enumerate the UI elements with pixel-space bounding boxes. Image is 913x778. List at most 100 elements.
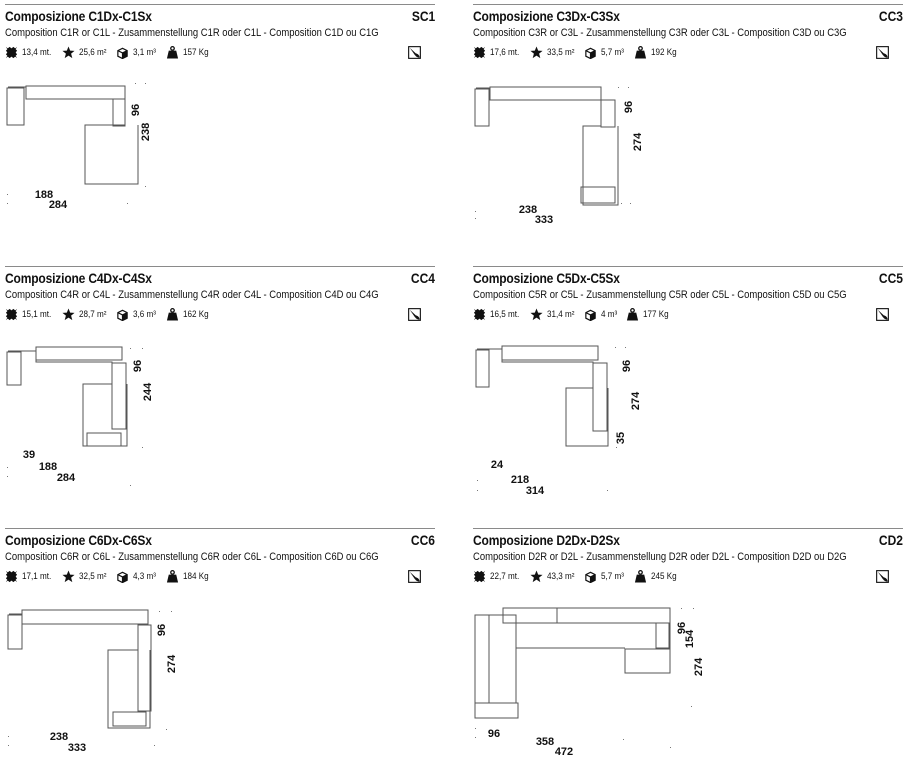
panel-divider	[473, 4, 903, 5]
spec-row: 13,4 mt. 25,6 m² 3,1 m³ 157 Kg	[5, 44, 218, 60]
spec-weight: 157 Kg	[166, 46, 212, 59]
spec-weight: 192 Kg	[634, 46, 680, 59]
panel-subtitle: Composition C4R or C4L - Zusammenstellun…	[5, 289, 379, 301]
sofa-outline	[474, 86, 619, 206]
dim-depth-total: 274	[693, 657, 705, 676]
dim-width-inner: 358	[536, 736, 554, 748]
dim-depth-total: 274	[166, 654, 178, 673]
dim-armrest: 24	[491, 459, 504, 471]
panel-code: CC3	[878, 8, 903, 24]
panel-title: Composizione C1Dx-C1Sx	[5, 8, 152, 24]
spec-volume: 4,3 m³	[116, 570, 159, 583]
composition-panel-c6: Composizione C6Dx-C6Sx CC6 Composition C…	[5, 528, 435, 778]
spec-length: 15,1 mt.	[5, 308, 55, 321]
dim-chaise-end: 35	[615, 432, 627, 444]
panel-subtitle: Composition C3R or C3L - Zusammenstellun…	[473, 27, 847, 39]
panel-code: CC4	[410, 270, 435, 286]
spec-length: 13,4 mt.	[5, 46, 55, 59]
spec-area: 28,7 m²	[62, 308, 110, 321]
dim-depth: 96	[621, 360, 633, 372]
dim-depth-total: 274	[632, 132, 644, 151]
dim-width-total: 314	[526, 485, 545, 497]
sofa-plan-drawing: 96 154 274 96 358 472	[474, 607, 705, 758]
dim-depth: 96	[132, 360, 144, 372]
spec-volume: 3,6 m³	[116, 308, 159, 321]
dim-depth-total: 238	[140, 123, 152, 141]
panel-title: Composizione C5Dx-C5Sx	[473, 270, 620, 286]
dim-depth-total: 244	[142, 382, 154, 401]
sofa-outline	[6, 85, 139, 185]
spec-volume: 5,7 m³	[584, 570, 627, 583]
spec-volume: 4 m³	[584, 308, 619, 321]
spec-row: 16,5 mt. 31,4 m² 4 m³ 177 Kg	[473, 306, 679, 322]
panel-divider	[5, 528, 435, 529]
dim-depth-total: 274	[630, 391, 642, 410]
panel-subtitle: Composition C5R or C5L - Zusammenstellun…	[473, 289, 847, 301]
dim-width-total: 333	[535, 214, 553, 226]
dim-width-total: 284	[57, 472, 76, 484]
panel-divider	[473, 266, 903, 267]
panel-code: CC6	[410, 532, 435, 548]
spec-area: 25,6 m²	[62, 46, 110, 59]
spec-row: 22,7 mt. 43,3 m² 5,7 m³ 245 Kg	[473, 568, 686, 584]
spec-area: 31,4 m²	[530, 308, 578, 321]
dim-width-inner: 238	[50, 731, 68, 743]
panel-title: Composizione C4Dx-C4Sx	[5, 270, 152, 286]
panel-divider	[473, 528, 903, 529]
dim-width-inner: 188	[35, 189, 53, 201]
panel-subtitle: Composition D2R or D2L - Zusammenstellun…	[473, 551, 847, 563]
panel-divider	[5, 4, 435, 5]
spec-weight: 184 Kg	[166, 570, 212, 583]
composition-panel-c3: Composizione C3Dx-C3Sx CC3 Composition C…	[473, 4, 903, 254]
dim-width-inner: 218	[511, 474, 529, 486]
spec-length: 16,5 mt.	[473, 308, 523, 321]
composition-panel-c1: Composizione C1Dx-C1Sx SC1 Composition C…	[5, 4, 435, 254]
spec-weight: 245 Kg	[634, 570, 680, 583]
dim-width-total: 472	[555, 746, 573, 758]
sofa-plan-drawing: 96 274 35 24 218 314	[475, 345, 642, 497]
panel-code: CC5	[878, 270, 903, 286]
dim-width-inner: 188	[39, 461, 57, 473]
dim-depth: 96	[130, 104, 142, 116]
sofa-plan-drawing: 96 274 238 333	[474, 86, 644, 226]
sofa-outline	[6, 346, 128, 447]
dim-width-inner: 238	[519, 204, 537, 216]
composition-panel-c4: Composizione C4Dx-C4Sx CC4 Composition C…	[5, 266, 435, 516]
dim-depth: 96	[156, 624, 168, 636]
panel-subtitle: Composition C6R or C6L - Zusammenstellun…	[5, 551, 379, 563]
panel-title: Composizione D2Dx-D2Sx	[473, 532, 620, 548]
panel-code: CD2	[878, 532, 903, 548]
spec-area: 33,5 m²	[530, 46, 578, 59]
spec-volume: 3,1 m³	[116, 46, 159, 59]
spec-weight: 177 Kg	[626, 308, 672, 321]
spec-area: 43,3 m²	[530, 570, 578, 583]
spec-weight: 162 Kg	[166, 308, 212, 321]
sofa-outline	[474, 607, 671, 719]
panel-title: Composizione C6Dx-C6Sx	[5, 532, 152, 548]
sofa-plan-drawing: 96 244 39 188 284	[6, 346, 154, 486]
sofa-plan-drawing: 96 238 188 284	[6, 83, 152, 211]
dim-depth: 96	[676, 622, 688, 634]
composition-panel-d2: Composizione D2Dx-D2Sx CD2 Composition D…	[473, 528, 903, 778]
spec-row: 17,6 mt. 33,5 m² 5,7 m³ 192 Kg	[473, 44, 686, 60]
sofa-outline	[475, 345, 609, 447]
dim-width-total: 284	[49, 199, 68, 211]
composition-panel-c5: Composizione C5Dx-C5Sx CC5 Composition C…	[473, 266, 903, 516]
panel-subtitle: Composition C1R or C1L - Zusammenstellun…	[5, 27, 379, 39]
spec-length: 17,6 mt.	[473, 46, 523, 59]
panel-code: SC1	[411, 8, 435, 24]
panel-title: Composizione C3Dx-C3Sx	[473, 8, 620, 24]
spec-volume: 5,7 m³	[584, 46, 627, 59]
spec-area: 32,5 m²	[62, 570, 110, 583]
spec-row: 15,1 mt. 28,7 m² 3,6 m³ 162 Kg	[5, 306, 218, 322]
dim-width-total: 333	[68, 742, 86, 754]
dim-chaise-offset: 39	[23, 449, 35, 461]
spec-row: 17,1 mt. 32,5 m² 4,3 m³ 184 Kg	[5, 568, 218, 584]
sofa-outline	[7, 609, 152, 729]
dim-depth: 96	[623, 101, 635, 113]
dim-chaise-depth: 154	[684, 629, 696, 648]
dim-side-width: 96	[488, 728, 500, 740]
spec-length: 22,7 mt.	[473, 570, 523, 583]
sofa-plan-drawing: 96 274 238 333	[7, 609, 178, 754]
spec-length: 17,1 mt.	[5, 570, 55, 583]
